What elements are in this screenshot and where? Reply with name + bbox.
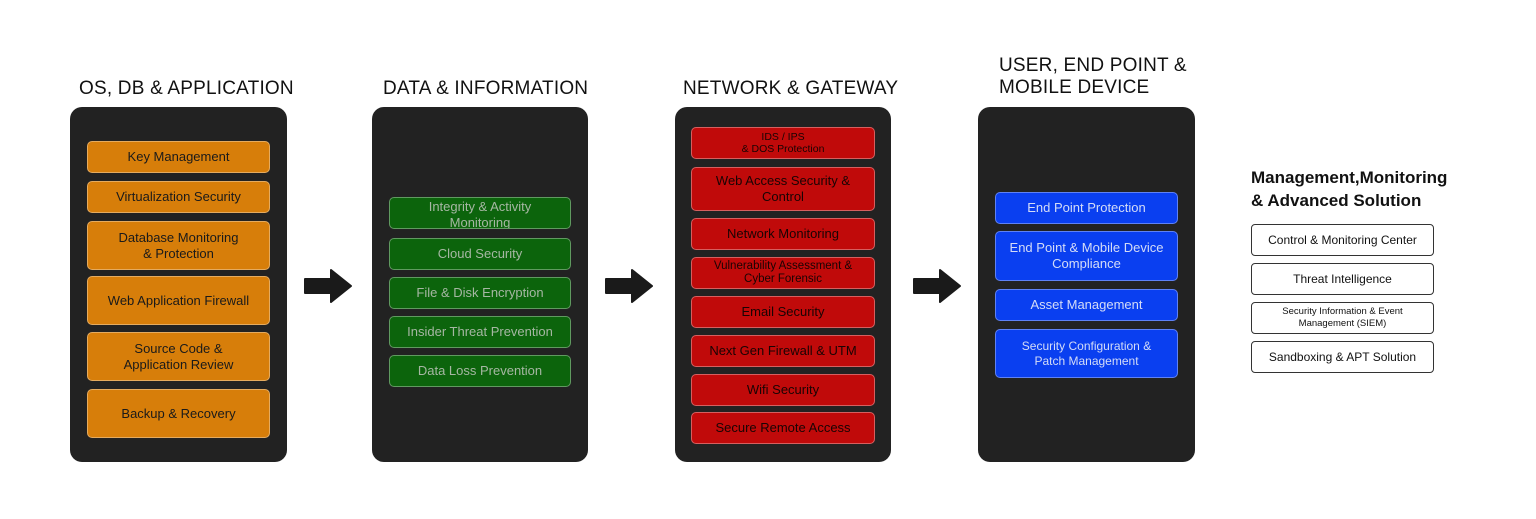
arrow-right-icon [304,269,352,303]
item-label: Database Monitoring [118,229,239,245]
item-asset-management[interactable]: Asset Management [995,289,1178,321]
item-label: End Point & Mobile Device [1009,240,1164,255]
mgmt-sandboxing-apt[interactable]: Sandboxing & APT Solution [1251,341,1434,373]
item-network-monitoring[interactable]: Network Monitoring [691,218,875,250]
column-title-line: OS, DB & APPLICATION [79,78,294,99]
item-ids-ips[interactable]: IDS / IPS & DOS Protection [691,127,875,159]
mgmt-label: Control & Monitoring Center [1268,233,1417,247]
management-title: Management,Monitoring & Advanced Solutio… [1251,166,1447,212]
item-web-access-security[interactable]: Web Access Security & Control [691,167,875,211]
column-title-network-gateway: NETWORK & GATEWAY [683,78,898,100]
column-title-data-info: DATA & INFORMATION [383,78,588,100]
item-label: Cloud Security [437,246,523,261]
management-title-line: & Advanced Solution [1251,191,1422,210]
item-secure-remote-access[interactable]: Secure Remote Access [691,412,875,444]
item-label: Source Code & [134,340,223,356]
mgmt-label: Threat Intelligence [1293,272,1392,286]
column-title-line: MOBILE DEVICE [999,77,1150,98]
item-label: & Protection [143,245,214,261]
item-label: End Point Protection [1027,200,1146,215]
mgmt-siem[interactable]: Security Information & Event Management … [1251,302,1434,334]
panel-data-info: Integrity & Activity Monitoring Cloud Se… [372,107,588,462]
item-label: Patch Management [1034,353,1139,368]
item-label: Web Access Security & [715,173,851,188]
item-label: Web Application Firewall [107,292,250,308]
panel-os-db-app: Key Management Virtualization Security D… [70,107,287,462]
item-wifi-security[interactable]: Wifi Security [691,374,875,406]
item-label: Asset Management [1030,297,1143,312]
column-title-user-endpoint: USER, END POINT & MOBILE DEVICE [999,55,1187,99]
item-label: File & Disk Encryption [416,285,544,300]
item-end-point-mobile-compliance[interactable]: End Point & Mobile Device Compliance [995,231,1178,281]
item-label: Key Management [127,149,230,164]
arrow-right-icon [913,269,961,303]
item-label: Network Monitoring [727,226,839,241]
item-data-loss-prevention[interactable]: Data Loss Prevention [389,355,571,387]
item-label: Integrity & Activity [428,199,532,214]
item-label: Backup & Recovery [121,405,236,421]
mgmt-control-monitoring-center[interactable]: Control & Monitoring Center [1251,224,1434,256]
item-label: Security Configuration & [1021,338,1152,353]
mgmt-label: Sandboxing & APT Solution [1268,350,1417,364]
item-database-monitoring[interactable]: Database Monitoring & Protection [87,221,270,270]
item-vulnerability-assessment[interactable]: Vulnerability Assessment & Cyber Forensi… [691,257,875,289]
item-label: Virtualization Security [116,189,241,204]
column-title-line: DATA & INFORMATION [383,78,589,99]
item-email-security[interactable]: Email Security [691,296,875,328]
item-integrity-activity-monitoring[interactable]: Integrity & Activity Monitoring [389,197,571,229]
item-label: Insider Threat Prevention [407,324,553,339]
item-source-code-review[interactable]: Source Code & Application Review [87,332,270,381]
column-title-os-db-app: OS, DB & APPLICATION [79,78,294,100]
column-title-line: USER, END POINT & [999,55,1187,76]
item-backup-recovery[interactable]: Backup & Recovery [87,389,270,438]
item-insider-threat-prevention[interactable]: Insider Threat Prevention [389,316,571,348]
item-label: Secure Remote Access [715,420,851,435]
item-label: Data Loss Prevention [417,363,543,378]
item-key-management[interactable]: Key Management [87,141,270,173]
mgmt-label: Management (SIEM) [1298,318,1387,329]
item-label: Monitoring [449,215,511,229]
item-label: & DOS Protection [741,143,825,155]
item-label: Email Security [741,304,825,319]
item-label: Cyber Forensic [744,273,822,285]
mgmt-threat-intelligence[interactable]: Threat Intelligence [1251,263,1434,295]
item-label: Wifi Security [746,382,820,397]
item-label: Next Gen Firewall & UTM [709,343,857,358]
item-label: IDS / IPS [761,131,805,143]
management-title-line: Management,Monitoring [1251,168,1448,187]
item-next-gen-firewall[interactable]: Next Gen Firewall & UTM [691,335,875,367]
panel-network-gateway: IDS / IPS & DOS Protection Web Access Se… [675,107,891,462]
item-virtualization-security[interactable]: Virtualization Security [87,181,270,213]
item-cloud-security[interactable]: Cloud Security [389,238,571,270]
item-label: Application Review [123,356,234,372]
item-security-config-patch[interactable]: Security Configuration & Patch Managemen… [995,329,1178,378]
item-web-application-firewall[interactable]: Web Application Firewall [87,276,270,325]
item-label: Vulnerability Assessment & [713,260,853,272]
panel-user-endpoint: End Point Protection End Point & Mobile … [978,107,1195,462]
item-end-point-protection[interactable]: End Point Protection [995,192,1178,224]
mgmt-label: Security Information & Event [1282,306,1403,317]
column-title-line: NETWORK & GATEWAY [683,78,899,99]
item-label: Compliance [1052,256,1121,271]
arrow-right-icon [605,269,653,303]
item-file-disk-encryption[interactable]: File & Disk Encryption [389,277,571,309]
item-label: Control [762,189,804,204]
